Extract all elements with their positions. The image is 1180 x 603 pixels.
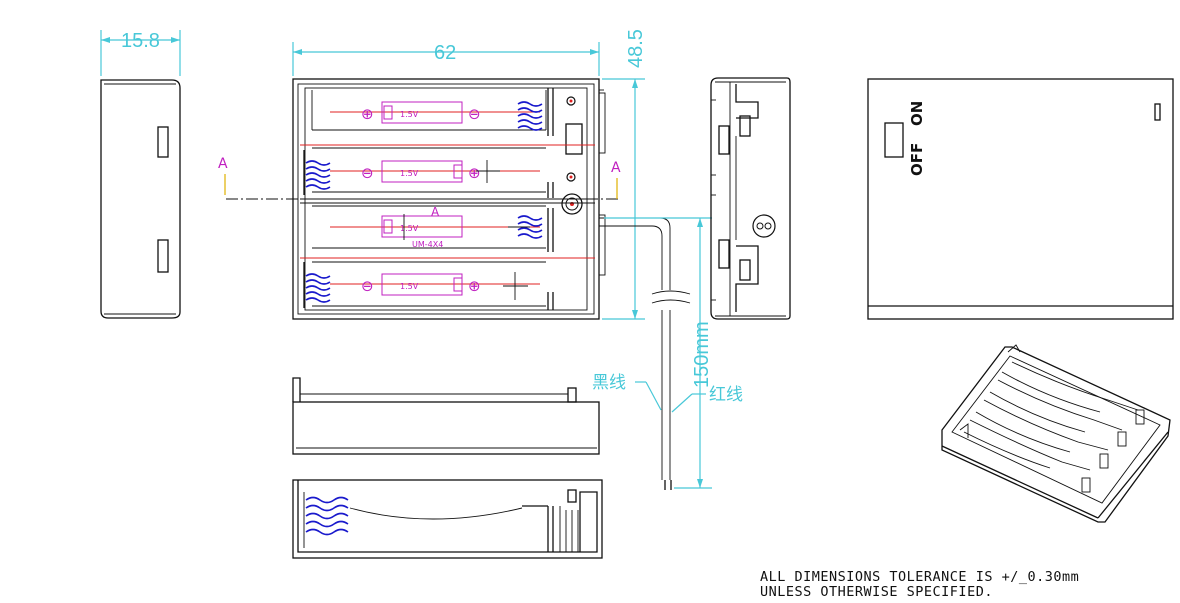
tolerance-line-2: UNLESS OTHERWISE SPECIFIED.: [760, 584, 993, 600]
cell-1-minus: ⊖: [468, 105, 481, 123]
power-switch: [884, 122, 904, 158]
cell-1-voltage: 1.5V: [400, 110, 419, 119]
section-line-a: A A A: [218, 156, 621, 219]
cell-4-voltage: 1.5V: [400, 282, 419, 291]
left-side-view: [100, 79, 181, 319]
wire-labels: 黑线 红线: [592, 373, 743, 413]
cell-4-plus: ⊕: [468, 277, 481, 295]
end-view: [710, 77, 791, 320]
cell-2-plus: ⊕: [468, 164, 481, 182]
dim-body-width-label: 62: [434, 42, 456, 64]
dim-cable-length-label: 150mm: [691, 321, 713, 388]
switch-off-label: OFF: [908, 143, 926, 176]
dim-side-width-label: 15.8: [121, 30, 160, 52]
cell-4-minus: ⊖: [361, 277, 374, 295]
cell-2-voltage: 1.5V: [400, 169, 419, 178]
front-elevation: [292, 377, 600, 455]
red-wire-label: 红线: [709, 385, 743, 405]
isometric-view: [941, 344, 1171, 523]
battery-cell-4: 1.5V ⊖ ⊕: [303, 261, 554, 310]
dim-cable-length: 150mm: [604, 217, 713, 489]
dim-body-height-label: 48.5: [625, 29, 647, 68]
battery-cell-3: 1.5V UM-4X4: [312, 205, 554, 252]
section-marker-left: A: [218, 156, 228, 172]
cell-2-minus: ⊖: [361, 164, 374, 182]
tolerance-note: ALL DIMENSIONS TOLERANCE IS +/_0.30mm UN…: [760, 569, 1079, 600]
switch-on-label: ON: [908, 101, 926, 126]
black-wire-label: 黑线: [592, 373, 626, 393]
section-marker-center: A: [431, 205, 440, 219]
battery-cell-2: 1.5V ⊖ ⊕: [303, 147, 554, 198]
dim-body-width: 62: [292, 42, 600, 76]
cell-1-plus: ⊕: [361, 105, 374, 123]
section-a-a: [292, 479, 603, 559]
tolerance-line-1: ALL DIMENSIONS TOLERANCE IS +/_0.30mm: [760, 569, 1079, 585]
bottom-view: ON OFF: [867, 78, 1174, 320]
dim-side-width: 15.8: [100, 30, 181, 76]
cell-3-voltage: 1.5V: [400, 224, 419, 233]
cable: [599, 217, 691, 490]
battery-cell-1: 1.5V ⊕ ⊖: [311, 88, 554, 136]
section-marker-right: A: [611, 160, 621, 176]
dim-body-height: 48.5: [602, 29, 647, 320]
cell-model: UM-4X4: [412, 240, 443, 249]
battery-cells: 1.5V ⊕ ⊖ 1.5V ⊖ ⊕: [303, 88, 554, 310]
